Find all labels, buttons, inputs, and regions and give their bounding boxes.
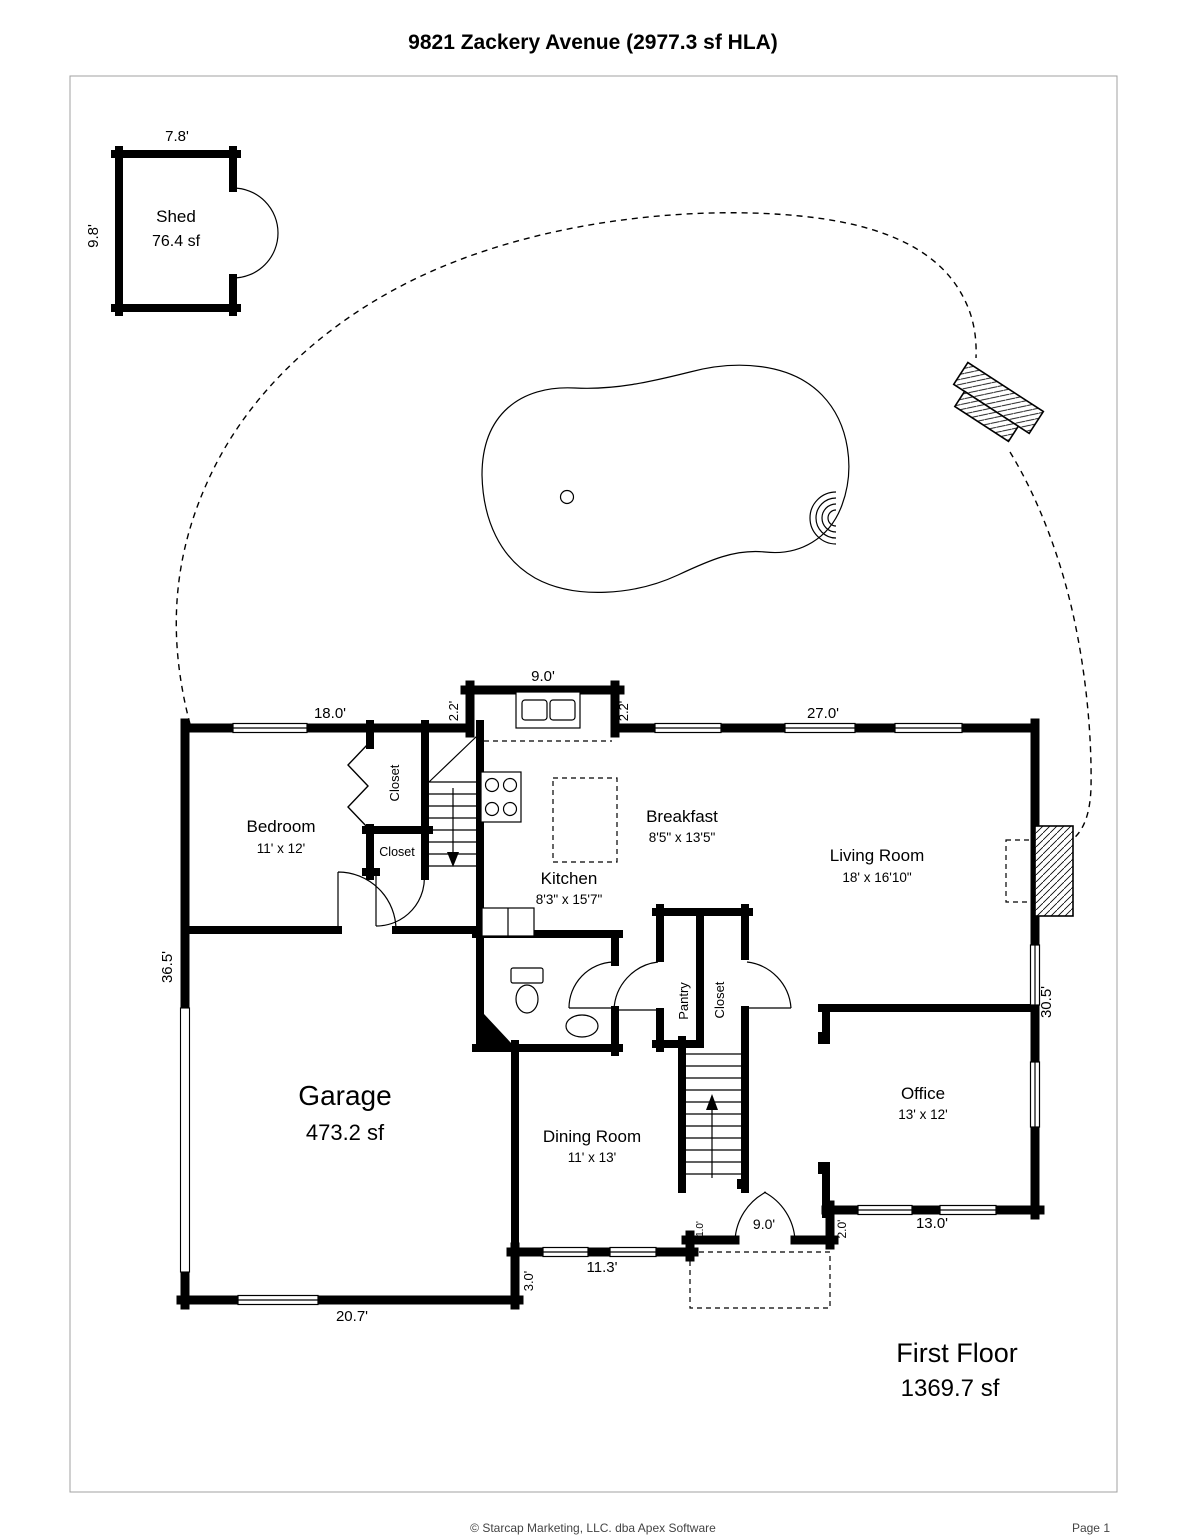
pool xyxy=(481,364,850,593)
stairs-upper xyxy=(428,735,478,867)
room-dims-bedroom: 11' x 12' xyxy=(257,841,305,856)
entry-stoop xyxy=(689,1251,831,1309)
room-dims-breakfast: 8'5" x 13'5" xyxy=(649,830,716,845)
outdoor-grill-structure xyxy=(952,361,1045,443)
doors xyxy=(337,743,796,1241)
footer-copyright: © Starcap Marketing, LLC. dba Apex Softw… xyxy=(470,1521,716,1535)
toilet-bowl xyxy=(515,984,539,1014)
angled-wall xyxy=(484,1014,512,1044)
dim-kitchen-left: 2.2' xyxy=(446,701,461,722)
dim-entry-bottom: 9.0' xyxy=(753,1216,775,1232)
footer-page-number: Page 1 xyxy=(1072,1521,1110,1535)
shed: Shed 76.4 sf 7.8' 9.8' xyxy=(85,128,279,316)
property-boundary xyxy=(175,212,1092,841)
room-label-bedroom: Bedroom xyxy=(247,817,316,836)
toilet-tank xyxy=(510,967,544,984)
bathroom-fixtures xyxy=(510,967,599,1038)
room-label-office: Office xyxy=(901,1084,945,1103)
fireplace xyxy=(1005,825,1074,917)
bifold-door xyxy=(347,743,369,829)
room-label-kitchen: Kitchen xyxy=(541,869,598,888)
dim-right-wall: 30.5' xyxy=(1038,986,1055,1018)
interior-walls xyxy=(181,720,1039,1308)
room-label-living: Living Room xyxy=(830,846,925,865)
stairs-down-arrow-icon xyxy=(447,852,459,867)
stair-newel-post xyxy=(737,1179,747,1189)
room-label-garage: Garage xyxy=(298,1080,391,1111)
floor-area: 1369.7 sf xyxy=(901,1375,1000,1402)
room-area-garage: 473.2 sf xyxy=(306,1120,385,1145)
plan-border xyxy=(69,75,1118,1493)
pool-steps xyxy=(809,491,837,545)
kitchen-island xyxy=(552,777,618,863)
shed-dim-width: 7.8' xyxy=(165,128,189,145)
page-title: 9821 Zackery Avenue (2977.3 sf HLA) xyxy=(408,31,778,54)
dim-dining-bottom: 11.3' xyxy=(587,1259,618,1276)
pool-steps xyxy=(815,497,837,539)
shed-door-arc xyxy=(232,187,279,234)
wall-post xyxy=(818,1162,830,1174)
kitchen-sink xyxy=(549,699,576,721)
room-label-lower-closet: Closet xyxy=(379,845,415,859)
dim-office-bottom: 13.0' xyxy=(916,1215,948,1232)
dim-living-top: 27.0' xyxy=(807,705,839,722)
room-dims-office: 13' x 12' xyxy=(898,1107,947,1122)
pool-drain xyxy=(559,489,575,505)
pool-steps xyxy=(821,503,837,533)
shed-dim-height: 9.8' xyxy=(85,224,102,248)
dim-entry-step: 1.0' xyxy=(695,1221,706,1237)
room-label-bedroom-closet: Closet xyxy=(387,764,402,801)
kitchen-fixtures xyxy=(480,691,618,937)
bathroom-sink xyxy=(565,1014,599,1038)
stairs-lower xyxy=(684,1053,741,1178)
dim-office-step: 2.0' xyxy=(835,1220,849,1239)
pool-steps xyxy=(827,509,837,527)
dim-kitchen-right: 2.2' xyxy=(616,701,631,722)
room-label-pantry: Pantry xyxy=(676,982,691,1020)
shed-door-arc xyxy=(232,232,279,279)
room-label-hall-closet: Closet xyxy=(712,981,727,1018)
stove xyxy=(480,771,522,823)
dim-left-wall: 36.5' xyxy=(159,951,176,983)
room-dims-kitchen: 8'3" x 15'7" xyxy=(536,892,603,907)
dim-garage-bottom: 20.7' xyxy=(336,1308,368,1325)
room-label-dining: Dining Room xyxy=(543,1127,641,1146)
wall-post xyxy=(818,1032,830,1044)
floor-name: First Floor xyxy=(896,1338,1018,1368)
dim-kitchen-top: 9.0' xyxy=(531,668,555,685)
room-label-breakfast: Breakfast xyxy=(646,807,718,826)
dim-bedroom-top: 18.0' xyxy=(314,705,346,722)
shed-area: 76.4 sf xyxy=(152,233,201,250)
room-dims-dining: 11' x 13' xyxy=(568,1150,616,1165)
room-dims-living: 18' x 16'10" xyxy=(842,870,911,885)
garage-door xyxy=(179,1007,191,1273)
windows xyxy=(232,722,1041,1306)
shed-label: Shed xyxy=(156,207,196,226)
dim-garage-step: 3.0' xyxy=(521,1271,536,1292)
stairs-up-arrow-icon xyxy=(706,1094,718,1110)
kitchen-sink xyxy=(521,699,548,721)
